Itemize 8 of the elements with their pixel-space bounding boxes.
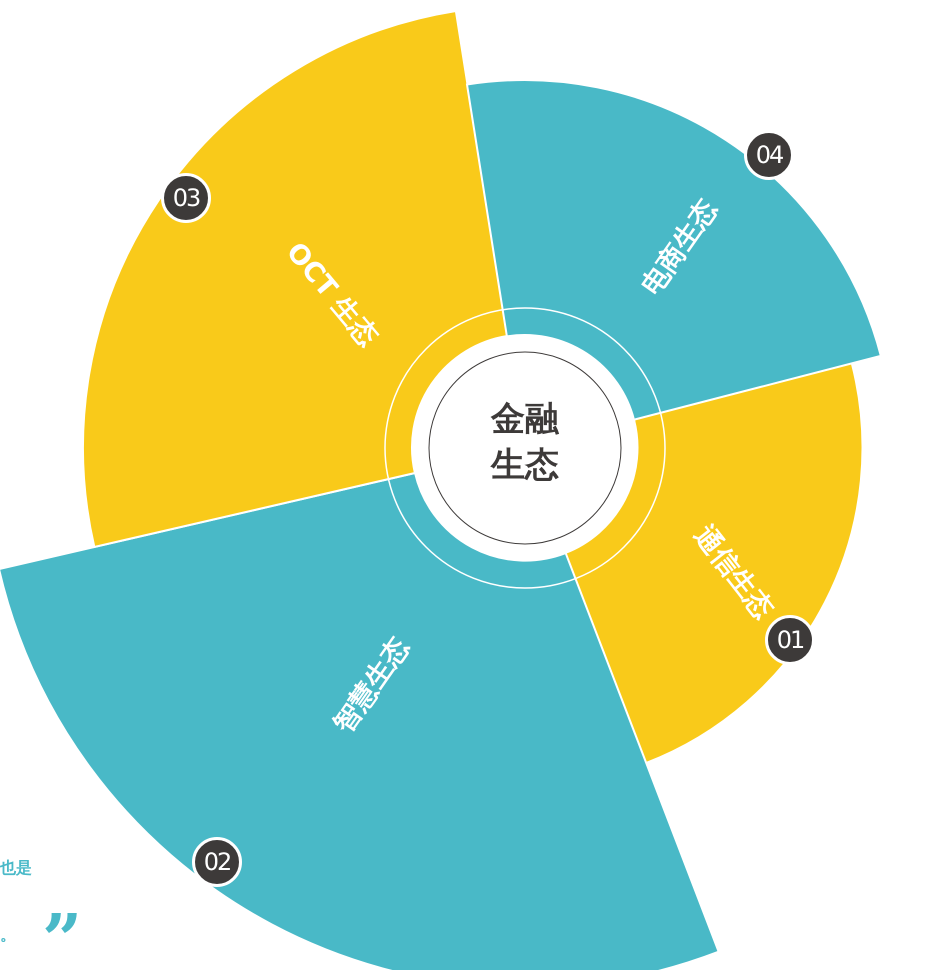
number-badge: 04 bbox=[744, 130, 794, 180]
sector-label: 智慧生态 bbox=[326, 631, 416, 740]
caption-text: 。 bbox=[0, 925, 16, 946]
quote-mark: ” bbox=[42, 905, 82, 970]
sector-label: 电商生态 bbox=[634, 193, 724, 302]
caption-text: 也是 bbox=[0, 858, 32, 879]
center-title: 金融生态 bbox=[489, 398, 560, 487]
sector-shape bbox=[565, 363, 863, 764]
